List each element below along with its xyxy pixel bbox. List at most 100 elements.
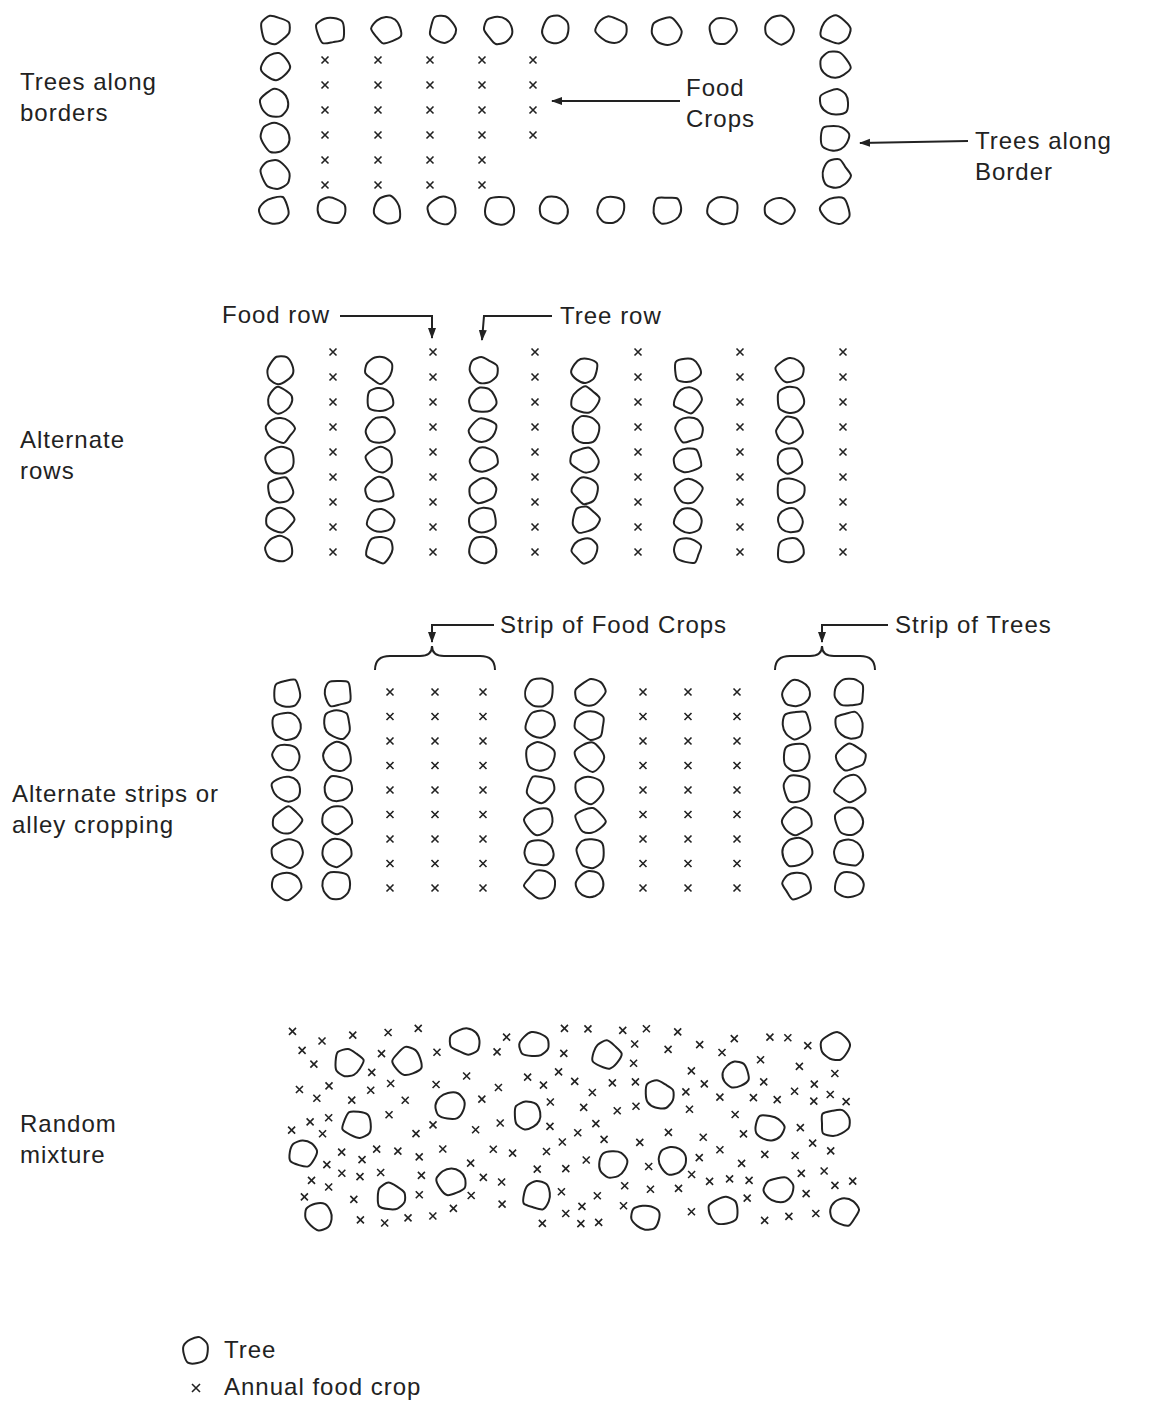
brace	[775, 646, 875, 670]
tree-symbol	[368, 388, 394, 411]
crop-symbol	[416, 1191, 423, 1198]
crop-symbol	[734, 762, 741, 769]
tree-symbol	[756, 1115, 785, 1140]
crop-symbol	[785, 1213, 792, 1220]
crop-symbol	[601, 1136, 608, 1143]
leader-arrow	[860, 141, 968, 143]
tree-symbol	[659, 1147, 686, 1175]
crop-symbol	[640, 713, 647, 720]
crop-symbol	[480, 811, 487, 818]
tree-symbol	[365, 477, 393, 502]
tree-symbol	[450, 1028, 480, 1054]
crop-symbol	[338, 1149, 345, 1156]
crop-symbol	[796, 1063, 803, 1070]
tree-symbol	[709, 1197, 738, 1224]
crop-symbol	[394, 1148, 401, 1155]
crop-symbol	[495, 1084, 502, 1091]
crop-symbol	[387, 885, 394, 892]
crop-symbol	[791, 1088, 798, 1095]
crop-symbol	[319, 1130, 326, 1137]
tree-symbol	[366, 417, 395, 443]
tree-symbol	[820, 51, 850, 77]
crop-symbol	[432, 836, 439, 843]
crop-symbol	[387, 762, 394, 769]
section-label: Alternate strips or alley cropping	[12, 778, 247, 840]
crop-symbol	[583, 1157, 590, 1164]
brace	[375, 646, 495, 670]
crop-symbol	[532, 449, 539, 456]
callout-label: Trees along Border	[975, 125, 1145, 187]
crop-symbol	[619, 1027, 626, 1034]
crop-symbol	[480, 762, 487, 769]
tree-symbol	[784, 775, 810, 802]
tree-symbol	[783, 711, 811, 739]
crop-symbol	[580, 1104, 587, 1111]
crop-symbol	[480, 738, 487, 745]
tree-symbol	[365, 357, 392, 384]
crop-symbol	[463, 1073, 470, 1080]
crop-symbol	[558, 1188, 565, 1195]
crop-symbol	[635, 549, 642, 556]
legend-text: Tree	[224, 1336, 276, 1363]
tree-symbol	[336, 1049, 364, 1076]
crop-symbol	[595, 1219, 602, 1226]
crop-symbol	[433, 1081, 440, 1088]
crop-symbol	[674, 1028, 681, 1035]
crop-symbol	[760, 1078, 767, 1085]
tree-symbol	[515, 1102, 541, 1130]
crop-symbol	[843, 1098, 850, 1105]
crop-symbol	[532, 474, 539, 481]
crop-symbol	[738, 1160, 745, 1167]
crop-symbol	[688, 1067, 695, 1074]
crop-symbol	[524, 1074, 531, 1081]
crop-symbol	[480, 885, 487, 892]
crop-symbol	[430, 499, 437, 506]
crop-symbol	[322, 57, 329, 64]
crop-symbol	[685, 811, 692, 818]
tree-symbol	[778, 538, 804, 562]
crop-symbol	[326, 1082, 333, 1089]
tree-symbol	[575, 679, 606, 706]
crop-symbol	[636, 1139, 643, 1146]
crop-symbol	[716, 1094, 723, 1101]
crop-symbol	[640, 836, 647, 843]
tree-symbol	[573, 416, 600, 443]
crop-symbol	[840, 499, 847, 506]
tree-symbol	[575, 777, 603, 804]
crop-symbol	[480, 836, 487, 843]
crop-symbol	[589, 1089, 596, 1096]
crop-symbol	[418, 1172, 425, 1179]
crop-symbol	[686, 1106, 693, 1113]
tree-symbol	[260, 89, 288, 117]
crop-symbol	[430, 449, 437, 456]
crop-symbol	[330, 449, 337, 456]
crop-symbol	[310, 1061, 317, 1068]
tree-symbol	[322, 806, 352, 834]
tree-symbol	[519, 1032, 548, 1056]
tree-symbol	[268, 387, 292, 414]
crop-symbol	[322, 82, 329, 89]
crop-symbol	[467, 1160, 474, 1167]
legend-symbol	[192, 1384, 200, 1392]
tree-symbol	[675, 479, 703, 503]
tree-symbol	[371, 17, 401, 43]
crop-symbol	[530, 107, 537, 114]
crop-symbol	[635, 449, 642, 456]
tree-symbol	[570, 448, 598, 473]
crop-symbol	[377, 1169, 384, 1176]
crop-symbol	[432, 713, 439, 720]
crop-symbol	[621, 1182, 628, 1189]
crop-symbol	[640, 885, 647, 892]
crop-symbol	[430, 424, 437, 431]
tree-symbol	[469, 387, 496, 411]
crop-symbol	[804, 1042, 811, 1049]
tree-symbol	[835, 712, 862, 739]
tree-symbol	[646, 1080, 674, 1108]
crop-symbol	[359, 1156, 366, 1163]
crop-symbol	[635, 349, 642, 356]
tree-symbol	[723, 1061, 749, 1087]
tree-symbol	[392, 1047, 421, 1075]
tree-symbol	[470, 447, 498, 471]
legend-entry: Annual food crop	[224, 1371, 421, 1402]
